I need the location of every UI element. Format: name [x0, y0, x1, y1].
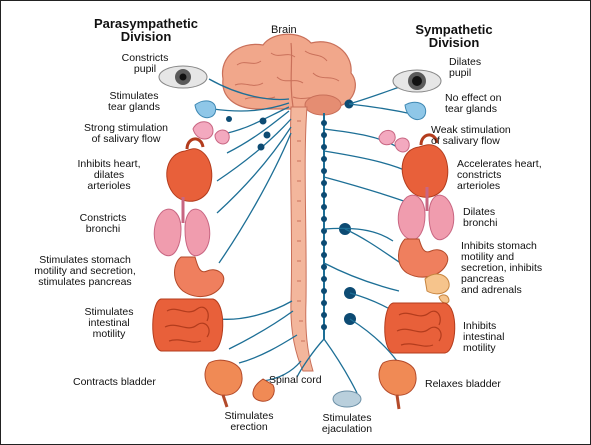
- right-pancreas-adrenals: [425, 274, 449, 303]
- sympathetic-ganglion-chain: [321, 100, 356, 340]
- left-bladder: [205, 360, 242, 407]
- para-heart-label: Inhibits heart, dilates arterioles: [59, 159, 159, 192]
- para-saliva-label: Strong stimulation of salivary flow: [61, 123, 191, 145]
- para-stomach-label: Stimulates stomach motility and secretio…: [11, 255, 159, 288]
- right-stomach: [399, 239, 448, 277]
- left-tear-gland: [195, 101, 216, 118]
- left-heart: [167, 139, 212, 201]
- sym-bronchi-label: Dilates bronchi: [463, 207, 497, 229]
- left-intestines: [153, 299, 223, 351]
- para-bladder-label: Contracts bladder: [73, 377, 156, 388]
- right-bladder: [379, 360, 416, 409]
- left-stomach: [175, 257, 224, 297]
- spinal-cord-illustration: [290, 107, 313, 371]
- para-tear-label: Stimulates tear glands: [89, 91, 179, 113]
- sym-saliva-label: Weak stimulation of salivary flow: [431, 125, 511, 147]
- para-intestine-label: Stimulates intestinal motility: [69, 307, 149, 340]
- brain-label: Brain: [271, 25, 297, 36]
- ejaculation-organ: [333, 391, 361, 407]
- sym-ejaculation-label: Stimulates ejaculation: [305, 413, 389, 435]
- left-lungs: [154, 197, 210, 256]
- parasympathetic-heading: Parasympathetic Division: [81, 17, 211, 43]
- right-intestines: [385, 303, 455, 353]
- sym-pupil-label: Dilates pupil: [449, 57, 481, 79]
- sym-tear-label: No effect on tear glands: [445, 93, 501, 115]
- para-erection-label: Stimulates erection: [209, 411, 289, 433]
- right-salivary-glands: [379, 130, 409, 152]
- spinal-cord-label: Spinal cord: [269, 375, 322, 386]
- right-lungs: [398, 187, 454, 240]
- sym-bladder-label: Relaxes bladder: [425, 379, 501, 390]
- sym-heart-label: Accelerates heart, constricts arterioles: [457, 159, 542, 192]
- right-eye: [393, 70, 441, 92]
- parasympathetic-nerves: [209, 79, 301, 381]
- parasympathetic-ganglia: [226, 116, 271, 151]
- sympathetic-heading: Sympathetic Division: [399, 23, 509, 49]
- right-tear-gland: [405, 102, 426, 119]
- sym-stomach-label: Inhibits stomach motility and secretion,…: [461, 241, 542, 296]
- para-bronchi-label: Constricts bronchi: [63, 213, 143, 235]
- sym-intestine-label: Inhibits intestinal motility: [463, 321, 504, 354]
- para-pupil-label: Constricts pupil: [105, 53, 185, 75]
